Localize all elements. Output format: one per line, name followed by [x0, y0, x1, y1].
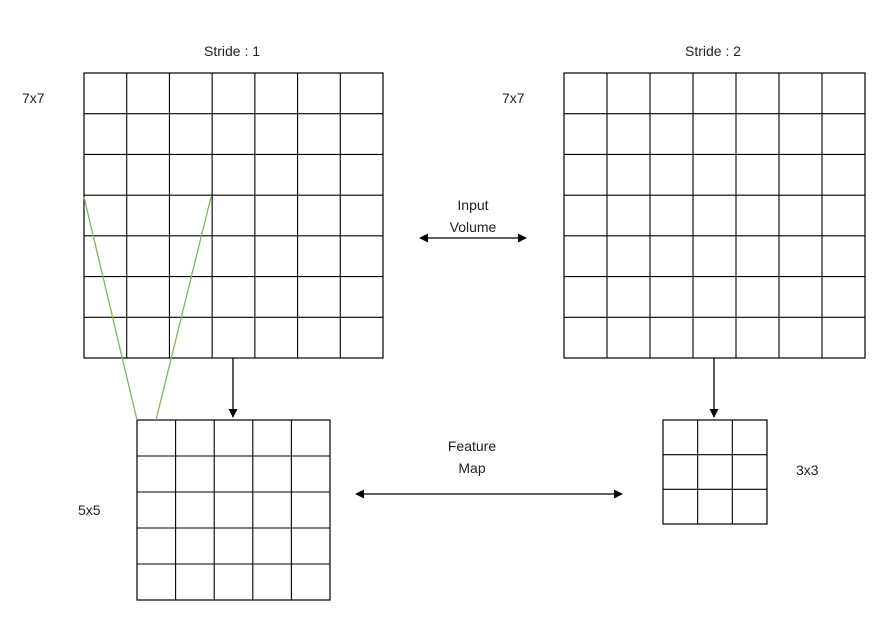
- input-size-left-label: 7x7: [22, 90, 45, 106]
- projection-line-left: [83, 196, 138, 421]
- output-size-right-label: 3x3: [796, 462, 819, 478]
- feature-map-grid-3x3: [662, 419, 768, 525]
- input-right-frame: [563, 72, 866, 359]
- input-grid-stride-1: [83, 72, 384, 359]
- input-size-right-label: 7x7: [502, 90, 525, 106]
- input-volume-label-line1: Input: [457, 197, 488, 213]
- feature-map-grid-5x5: [136, 419, 331, 601]
- output-size-left-label: 5x5: [78, 502, 101, 518]
- input-grid-stride-2: [563, 72, 866, 359]
- input-left-frame: [83, 72, 384, 359]
- stride2-title: Stride : 2: [685, 43, 741, 59]
- stride1-title: Stride : 1: [204, 43, 260, 59]
- projection-line-right: [155, 196, 212, 421]
- feature-map-label-line1: Feature: [448, 438, 496, 454]
- input-volume-label-line2: Volume: [450, 219, 497, 235]
- output-right-frame: [662, 419, 768, 525]
- feature-map-label-line2: Map: [458, 460, 485, 476]
- output-left-frame: [136, 419, 331, 601]
